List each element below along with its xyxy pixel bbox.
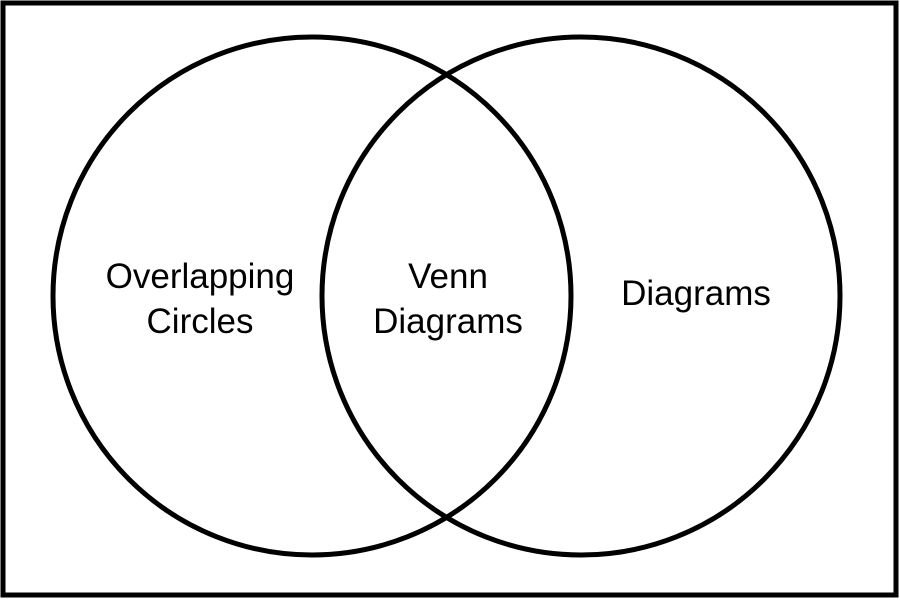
intersection-label-line-2: Diagrams <box>373 302 523 341</box>
intersection-label-line-1: Venn <box>408 257 488 296</box>
left-set-label-line-2: Circles <box>147 302 254 341</box>
left-set-label-line-1: Overlapping <box>106 257 295 296</box>
right-set-circle <box>319 34 843 558</box>
left-set-circle <box>50 34 574 558</box>
right-set-label: Diagrams <box>621 274 771 313</box>
